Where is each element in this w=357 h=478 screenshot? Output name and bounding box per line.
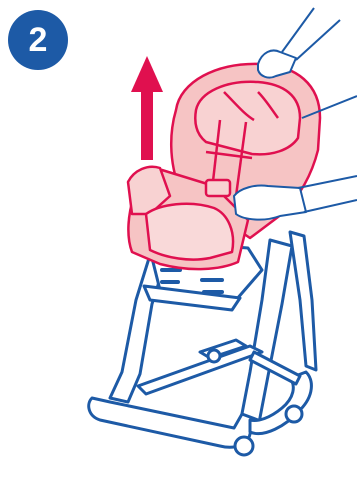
up-arrow-icon bbox=[131, 56, 163, 160]
